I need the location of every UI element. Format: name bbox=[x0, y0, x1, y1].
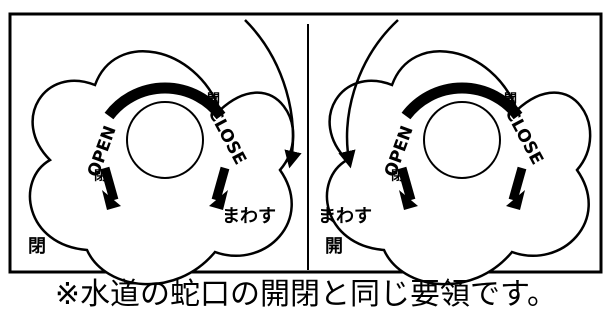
right-knob-arc bbox=[401, 82, 523, 120]
left-turn-label: まわす bbox=[222, 206, 276, 227]
right-turn-label: まわす bbox=[318, 206, 372, 227]
right-corner-label: 開 bbox=[325, 236, 343, 257]
left-knob-arc bbox=[104, 82, 226, 120]
left-knob bbox=[28, 50, 295, 286]
outer-frame bbox=[8, 12, 603, 274]
left-corner-label: 閉 bbox=[28, 236, 46, 257]
left-rotation-arrow bbox=[244, 19, 302, 169]
right-kanji-top: 開 bbox=[504, 92, 518, 107]
right-rotation-arrow bbox=[338, 19, 399, 169]
right-kanji-side: 閉 bbox=[391, 169, 405, 184]
right-knob bbox=[325, 50, 592, 286]
right-knob-hole bbox=[423, 101, 501, 179]
left-kanji-top: 開 bbox=[207, 92, 221, 107]
left-knob-hole bbox=[126, 101, 204, 179]
caption: ※水道の蛇口の開閉と同じ要領です。 bbox=[54, 277, 558, 312]
left-kanji-side: 閉 bbox=[94, 169, 108, 184]
